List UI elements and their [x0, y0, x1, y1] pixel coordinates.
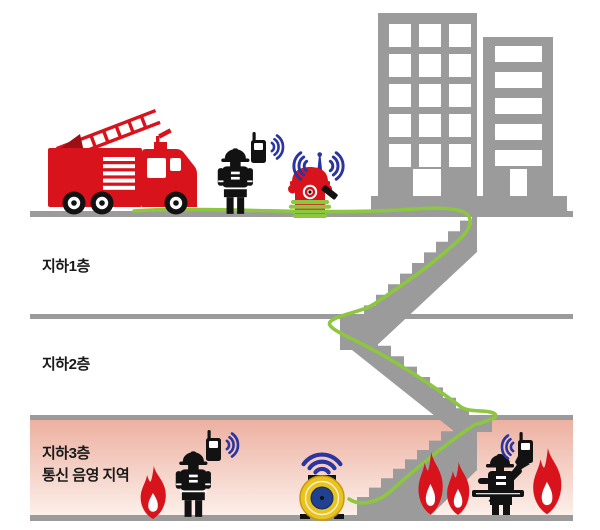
building-plinth — [475, 196, 567, 212]
hydrant-nozzle — [321, 185, 338, 200]
building-windows — [389, 24, 471, 167]
b2-floor-label: 지하2층 — [42, 356, 90, 373]
b1-floor-label: 지하1층 — [42, 258, 90, 275]
b3-dead-zone-label: 통신 음영 지역 — [42, 467, 130, 484]
building-windows — [495, 46, 542, 166]
building-door — [413, 169, 441, 197]
cable-reel-transmitter-icon — [299, 475, 345, 521]
building-door — [510, 169, 527, 197]
hydrant-cable-coil — [289, 200, 331, 218]
surface-radio-icon — [251, 132, 266, 163]
b3-floor-label: 지하3층 — [42, 445, 90, 462]
truck-wheel — [164, 191, 188, 215]
truck-roof-monitor — [154, 128, 172, 150]
b2-floor-slab — [30, 415, 573, 420]
truck-wheel — [62, 191, 86, 215]
office-building-right — [475, 37, 567, 212]
surface-firefighter-icon — [217, 148, 253, 214]
b1-floor-slab — [30, 314, 573, 319]
truck-wheel — [90, 191, 114, 215]
stair-flight-1 — [340, 197, 477, 350]
office-building-left — [371, 13, 477, 212]
fire-truck-icon — [48, 109, 197, 215]
hydrant-signal-right-icon — [328, 151, 345, 181]
surface-radio-signal-icon — [270, 134, 285, 160]
signal-line-cable — [132, 206, 498, 505]
